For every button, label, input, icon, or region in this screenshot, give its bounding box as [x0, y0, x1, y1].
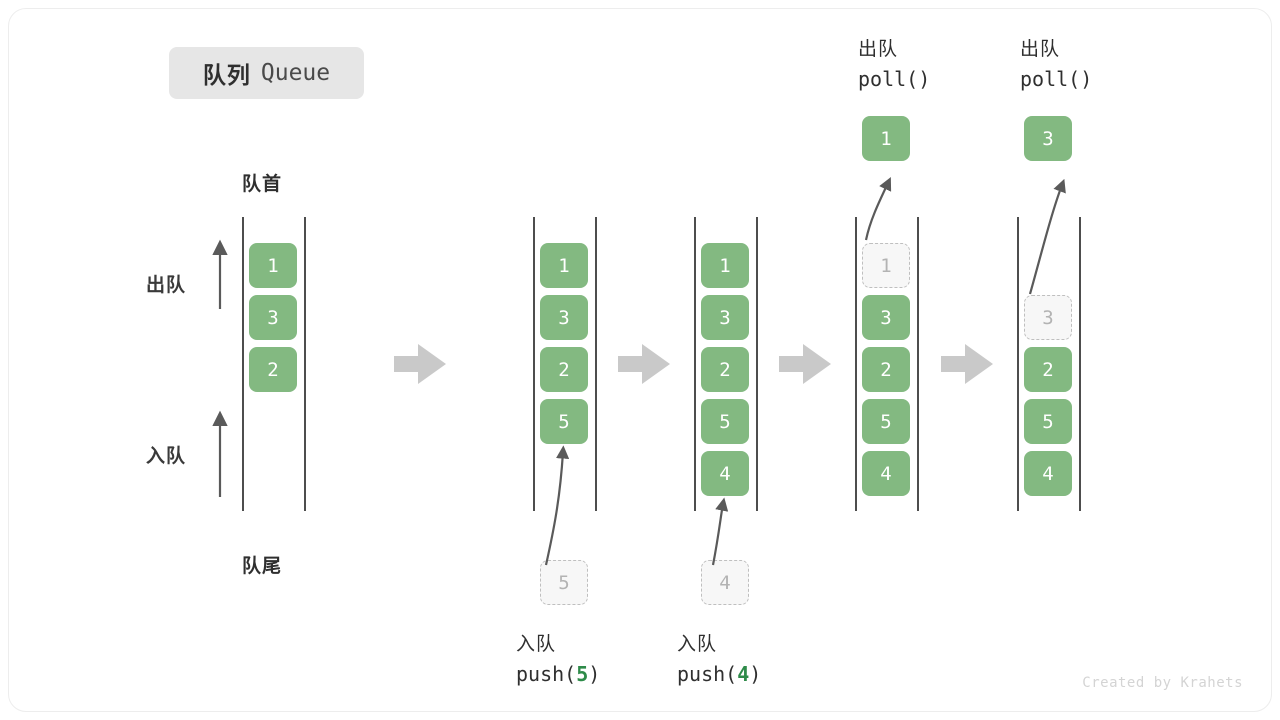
- caption-poll-3: 出队 poll(): [1020, 34, 1092, 91]
- caption-code: poll(): [858, 67, 930, 91]
- queue-rear-label: 队尾: [242, 556, 283, 577]
- column-after-poll-1: 1 3 2 5 4 1 出队 poll(): [818, 9, 968, 711]
- queue-rail-left: [533, 217, 535, 511]
- queue-slot: 3: [249, 295, 297, 340]
- diagram-stage: 队列 Queue 队首 队尾 出队 入队 1 3 2 1 3 2 5 5 入队 …: [9, 9, 1271, 711]
- caption-push-4: 入队 push(4): [677, 629, 761, 686]
- caption-push-5: 入队 push(5): [516, 629, 600, 686]
- incoming-ghost-element: 4: [701, 560, 749, 605]
- popped-element: 1: [862, 116, 910, 161]
- queue-rail-right: [917, 217, 919, 511]
- incoming-ghost-element: 5: [540, 560, 588, 605]
- outgoing-ghost-element: 1: [862, 243, 910, 288]
- caption-chinese: 入队: [677, 634, 718, 655]
- queue-slot-new: 4: [701, 451, 749, 496]
- title-chinese: 队列: [202, 62, 251, 88]
- outgoing-ghost-element: 3: [1024, 295, 1072, 340]
- enqueue-direction-label: 入队: [146, 446, 187, 467]
- queue-slot: 4: [1024, 451, 1072, 496]
- code-suffix: ): [588, 662, 601, 686]
- queue-rail-left: [242, 217, 244, 511]
- queue-slot: 5: [862, 399, 910, 444]
- caption-code: push(4): [677, 662, 761, 686]
- queue-slot: 2: [862, 347, 910, 392]
- caption-chinese: 出队: [1020, 39, 1061, 60]
- diagram-title-badge: 队列 Queue: [169, 47, 364, 99]
- queue-rail-right: [1079, 217, 1081, 511]
- caption-poll-1: 出队 poll(): [858, 34, 930, 91]
- caption-chinese: 出队: [858, 39, 899, 60]
- title-english: Queue: [260, 60, 331, 86]
- queue-slot: 1: [540, 243, 588, 288]
- dequeue-direction-label: 出队: [146, 275, 187, 296]
- queue-slot: 5: [1024, 399, 1072, 444]
- column-initial-queue: 1 3 2: [205, 9, 355, 711]
- queue-slot: 1: [249, 243, 297, 288]
- footer-credit: Created by Krahets: [1082, 675, 1243, 691]
- column-after-push-5: 1 3 2 5 5 入队 push(5): [496, 9, 646, 711]
- queue-rail-left: [694, 217, 696, 511]
- queue-rail-left: [855, 217, 857, 511]
- queue-slot: 3: [701, 295, 749, 340]
- queue-rail-right: [756, 217, 758, 511]
- queue-slot: 2: [701, 347, 749, 392]
- queue-slot: 5: [701, 399, 749, 444]
- flow-arrow-1-icon: [394, 344, 446, 384]
- queue-slot-new: 5: [540, 399, 588, 444]
- queue-slot: 2: [1024, 347, 1072, 392]
- code-suffix: ): [749, 662, 762, 686]
- queue-rail-right: [595, 217, 597, 511]
- code-prefix: push(: [677, 662, 738, 686]
- column-after-poll-3: 3 2 5 4 3 出队 poll(): [980, 9, 1130, 711]
- queue-slot: 3: [540, 295, 588, 340]
- queue-slot: 1: [701, 243, 749, 288]
- queue-rail-left: [1017, 217, 1019, 511]
- code-argument: 5: [576, 662, 589, 686]
- code-argument: 4: [737, 662, 750, 686]
- queue-rail-right: [304, 217, 306, 511]
- queue-slot: 2: [249, 347, 297, 392]
- code-prefix: poll(: [1020, 67, 1081, 91]
- code-prefix: push(: [516, 662, 577, 686]
- caption-code: push(5): [516, 662, 600, 686]
- queue-slot: 4: [862, 451, 910, 496]
- popped-element: 3: [1024, 116, 1072, 161]
- diagram-card: 队列 Queue 队首 队尾 出队 入队 1 3 2 1 3 2 5 5 入队 …: [8, 8, 1272, 712]
- queue-slot: 2: [540, 347, 588, 392]
- queue-front-label: 队首: [242, 174, 283, 195]
- queue-slot: 3: [862, 295, 910, 340]
- code-suffix: ): [918, 67, 931, 91]
- column-after-push-4: 1 3 2 5 4 4 入队 push(4): [657, 9, 807, 711]
- code-suffix: ): [1080, 67, 1093, 91]
- caption-code: poll(): [1020, 67, 1092, 91]
- code-prefix: poll(: [858, 67, 919, 91]
- caption-chinese: 入队: [516, 634, 557, 655]
